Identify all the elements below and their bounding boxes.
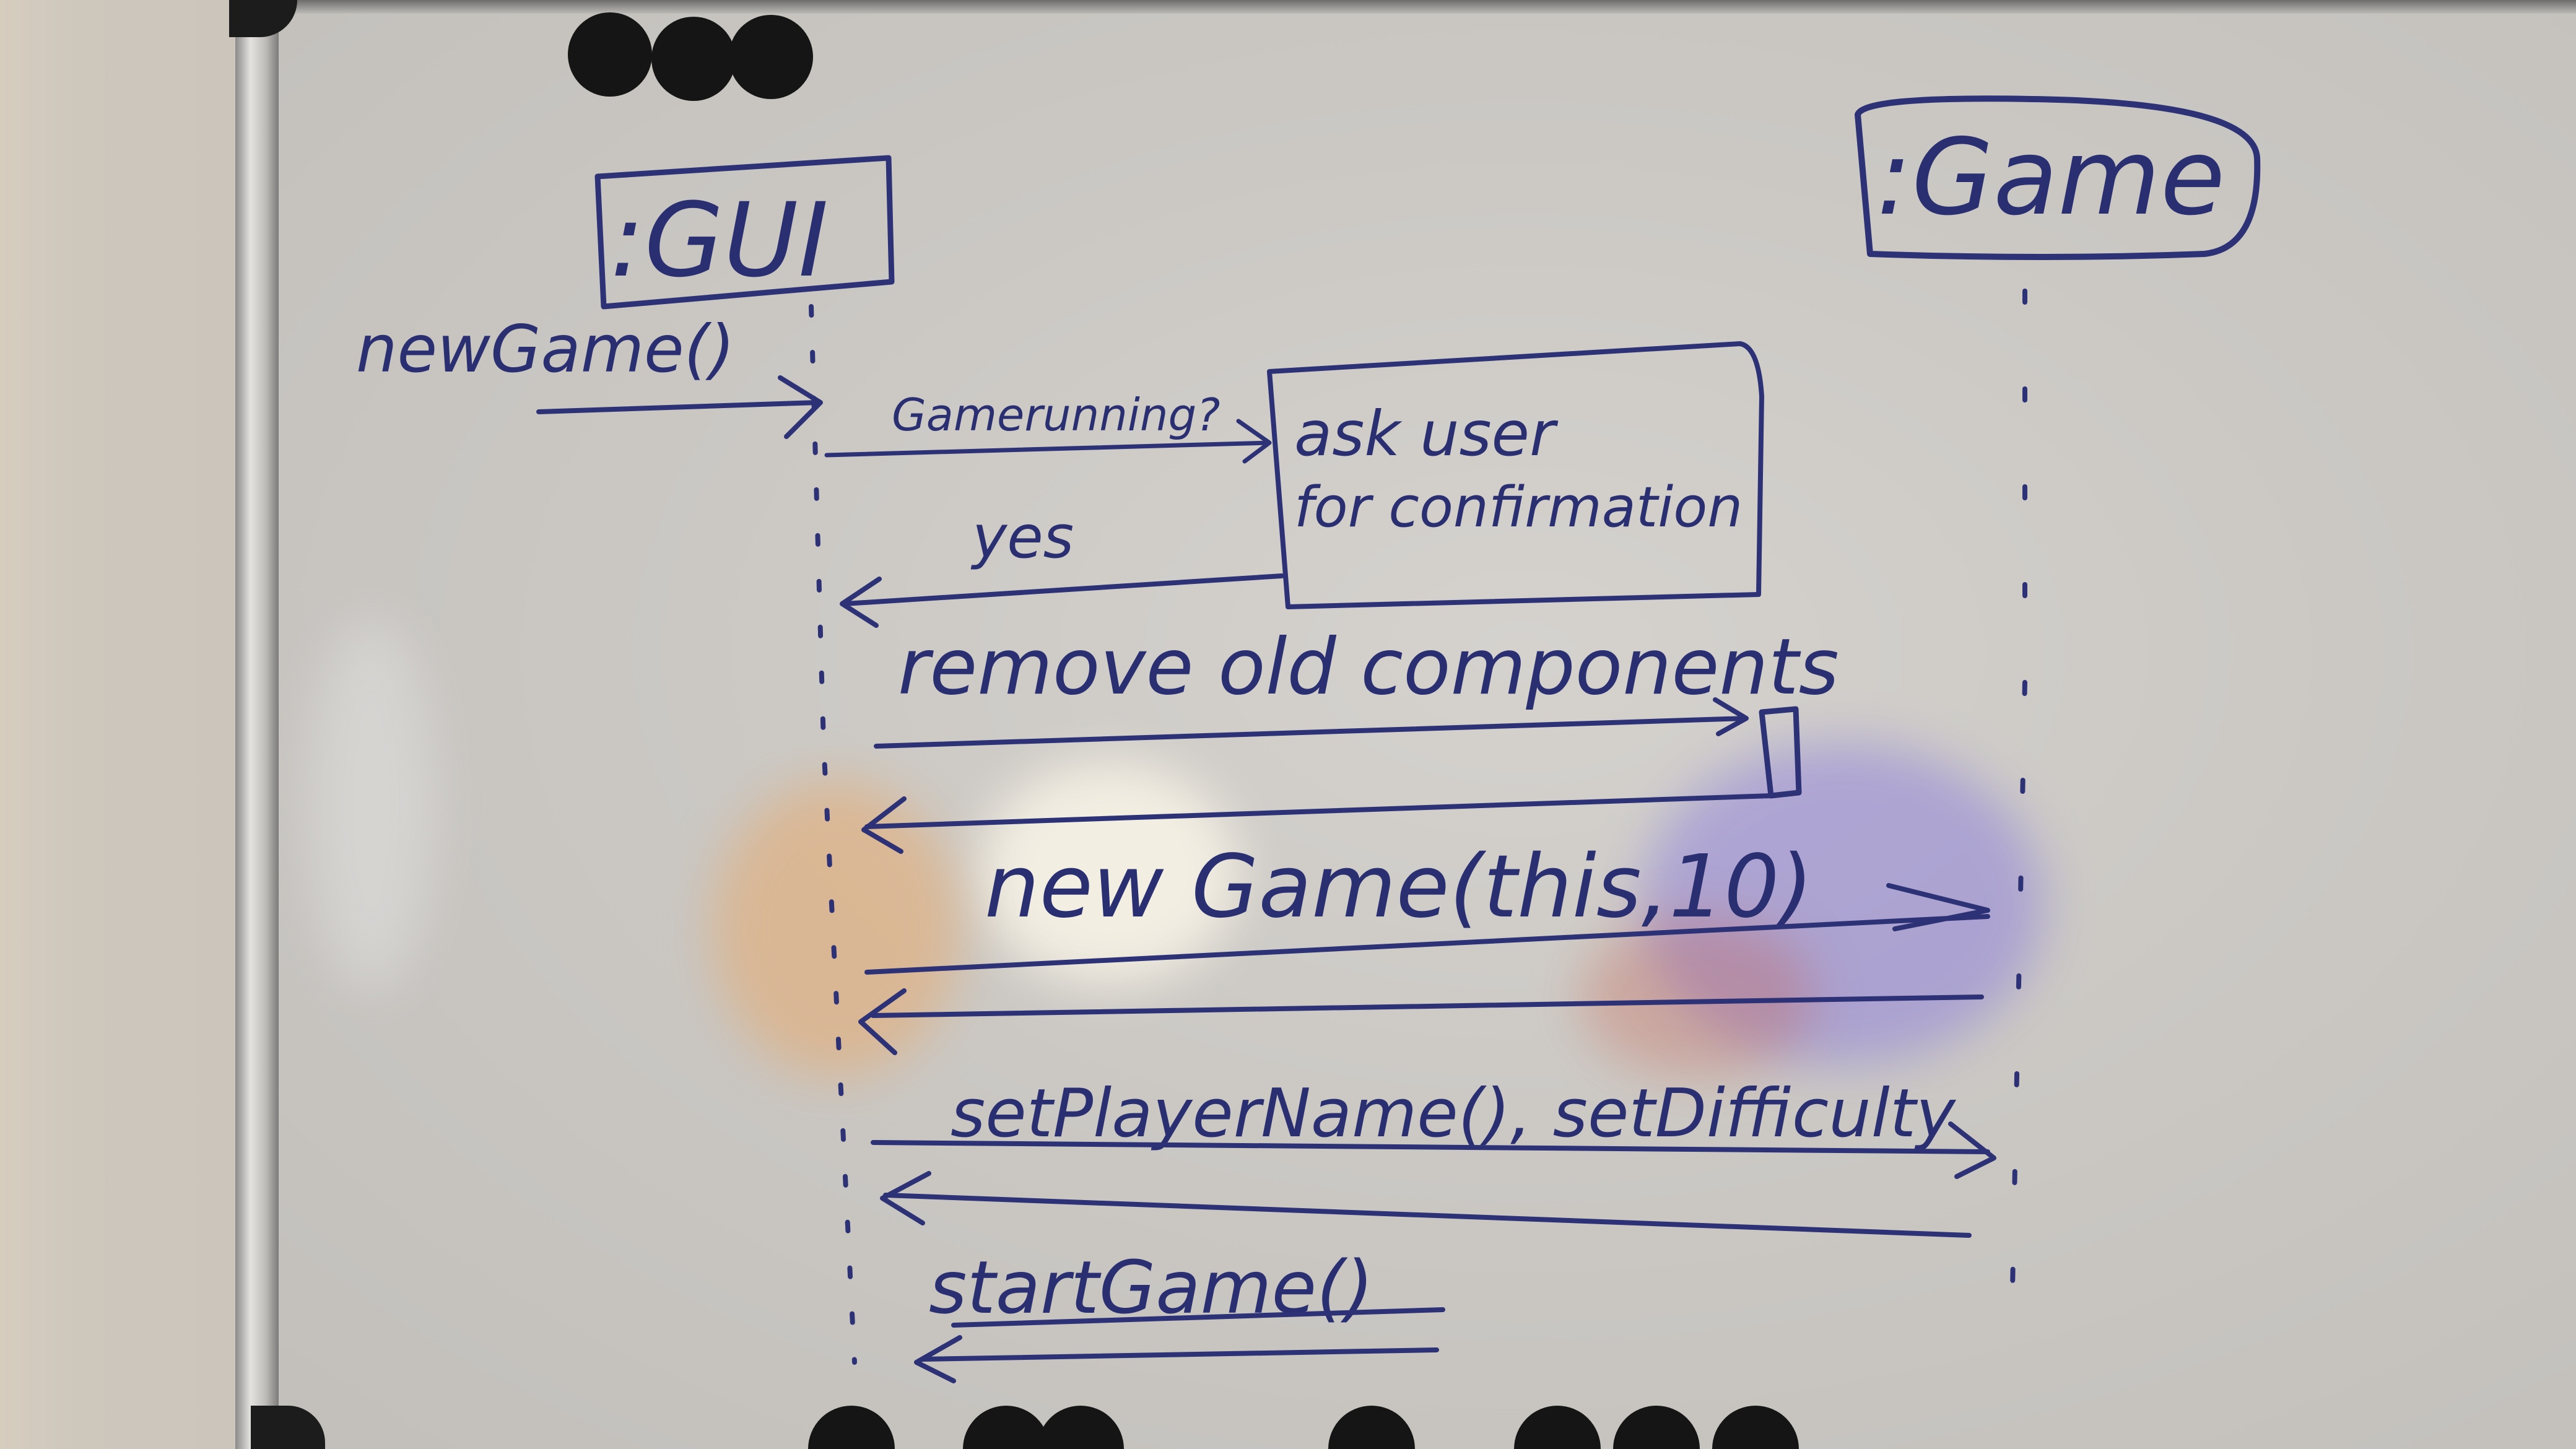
gui-lifeline (809, 304, 857, 1365)
new-game-call-label: newGame() (356, 311, 735, 387)
game-lifeline (2010, 289, 2027, 1290)
red-reflection (1579, 916, 1814, 1077)
new-game-constructor-label: new Game(this,10) (985, 837, 1813, 938)
remove-components-return (861, 793, 1773, 854)
board-frame-top (235, 0, 2576, 14)
magnet (729, 15, 813, 99)
magnet (1613, 1406, 1700, 1449)
yes-label: yes (970, 503, 1074, 572)
magnet (963, 1406, 1050, 1449)
magnet (1328, 1406, 1415, 1449)
whiteboard-surface (235, 0, 2576, 1449)
ask-user-line-2: for confirmation (1294, 475, 1743, 540)
game-box (1855, 95, 2261, 260)
gui-box (594, 155, 895, 310)
ask-user-line-1: ask user (1294, 398, 1559, 470)
yes-arrow (840, 573, 1284, 628)
new-game-arrow (536, 375, 823, 439)
message-start-game: startGame() (914, 1245, 1445, 1383)
remove-components-label: remove old components (898, 622, 1839, 712)
magnet (1514, 1406, 1601, 1449)
magnets-bottom (808, 1406, 1799, 1449)
message-set-params: setPlayerName(), setDifficulty (871, 1075, 1996, 1238)
remove-components-arrow (874, 697, 1749, 749)
gui-label: :GUI (610, 181, 829, 300)
set-params-arrow (871, 1121, 1996, 1179)
magnet (568, 12, 652, 97)
activation-bar (1759, 706, 1802, 799)
set-params-return (880, 1171, 1972, 1238)
start-game-return (914, 1335, 1439, 1383)
message-yes: yes (840, 503, 1284, 628)
board-frame-left (235, 0, 279, 1449)
game-running-label: Gamerunning? (892, 389, 1220, 441)
game-running-arrow (824, 419, 1272, 464)
left-window-reflection (310, 619, 433, 991)
magnet (1712, 1406, 1799, 1449)
start-game-underline (951, 1307, 1445, 1328)
new-game-constructor-return (858, 988, 1984, 1055)
message-new-game: newGame() (356, 311, 823, 439)
magnet (1037, 1406, 1124, 1449)
game-label: :Game (1876, 116, 2225, 239)
message-remove-components: remove old components (861, 622, 1839, 854)
participant-game: :Game (1855, 95, 2261, 260)
ask-user-box (1267, 341, 1764, 609)
set-params-label: setPlayerName(), setDifficulty (951, 1075, 1957, 1152)
magnet (808, 1406, 895, 1449)
magnets-top (568, 12, 813, 101)
message-new-game-constructor: new Game(this,10) (858, 837, 1990, 1055)
participant-gui: :GUI (594, 155, 895, 310)
window-reflection (978, 762, 1238, 985)
new-game-constructor-arrow (864, 883, 1990, 975)
ask-user-note: ask user for confirmation (1267, 341, 1764, 609)
message-game-running: Gamerunning? (824, 389, 1272, 464)
magnet (651, 17, 736, 101)
orange-reflection (712, 780, 960, 1077)
